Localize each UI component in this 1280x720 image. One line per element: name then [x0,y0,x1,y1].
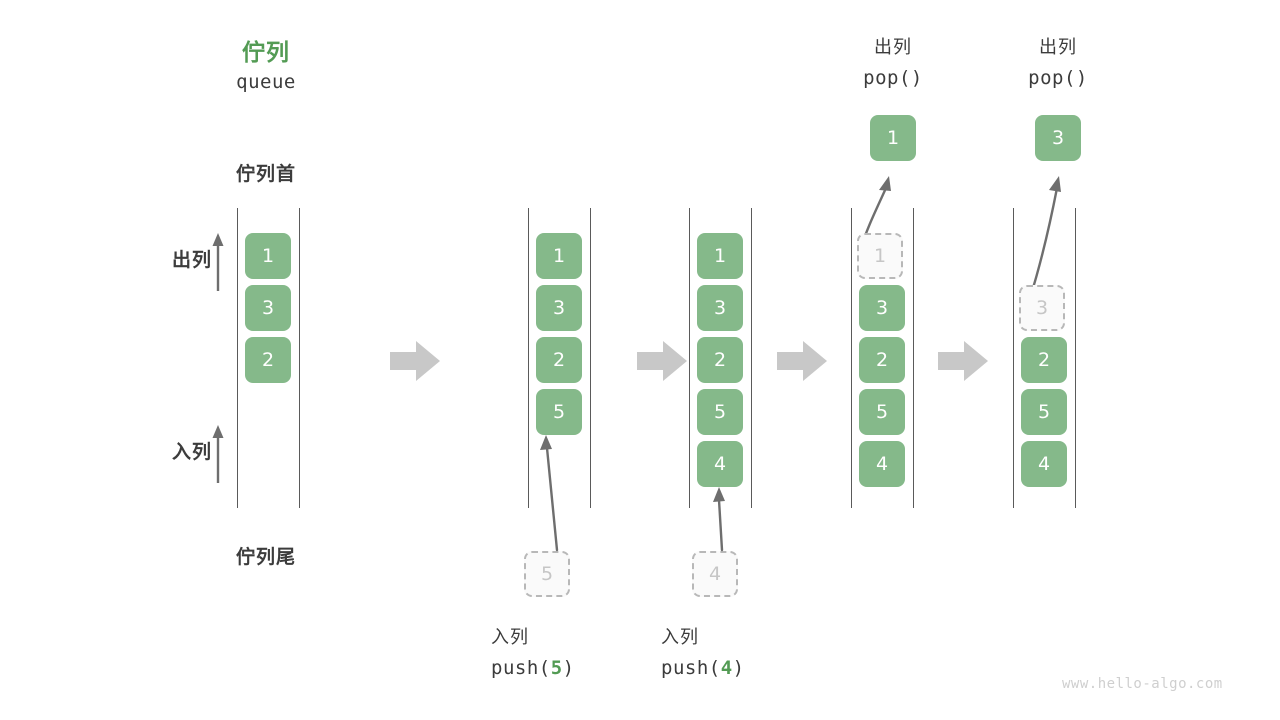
stage-initial-rail-left [237,208,238,508]
push5-caption-code: push(5) [491,657,651,679]
queue-cell-ghost: 1 [857,233,903,279]
queue-cell: 2 [697,337,743,383]
push4-code-prefix: push( [661,657,721,679]
queue-cell-ghost: 3 [1019,285,1065,331]
enqueue-motion-arrow [713,487,725,552]
queue-cell: 2 [859,337,905,383]
queue-cell: 5 [859,389,905,435]
push5-code-arg: 5 [550,657,563,679]
popped-cell: 1 [870,115,916,161]
stage-pop3-rail-left [1013,208,1014,508]
stage-push4-rail-left [689,208,690,508]
push5-code-prefix: push( [491,657,551,679]
dequeue-motion-arrow [1028,176,1061,300]
watermark: www.hello-algo.com [1062,676,1223,692]
push4-caption-cn: 入列 [661,627,699,648]
pop3-code-prefix: pop( [1028,67,1076,89]
push4-code-arg: 4 [720,657,733,679]
pop1-code-prefix: pop( [863,67,911,89]
diagram-title-cn: 佇列 [242,40,290,66]
push5-caption-cn: 入列 [491,627,529,648]
queue-head-label: 佇列首 [235,163,296,185]
dequeue-label: 出列 [171,249,212,271]
stage-transition-arrow [637,341,687,381]
popped-cell: 3 [1035,115,1081,161]
queue-cell: 1 [536,233,582,279]
incoming-ghost-cell: 5 [524,551,570,597]
queue-cell: 5 [536,389,582,435]
diagram-title-en: queue [236,71,296,93]
stage-transition-arrow [777,341,827,381]
queue-cell: 5 [697,389,743,435]
queue-cell: 5 [1021,389,1067,435]
pop3-caption-cn: 出列 [1039,37,1077,58]
queue-cell: 2 [245,337,291,383]
stage-push4-rail-right [751,208,752,508]
stage-transition-arrow [938,341,988,381]
push5-code-suffix: ) [562,657,575,679]
push4-code-suffix: ) [732,657,745,679]
queue-cell: 4 [1021,441,1067,487]
queue-cell: 1 [697,233,743,279]
stage-pop1-rail-right [913,208,914,508]
queue-cell: 1 [245,233,291,279]
stage-transition-arrow [390,341,440,381]
push4-caption-code: push(4) [661,657,821,679]
queue-cell: 2 [536,337,582,383]
pop1-caption-code: pop() [835,67,951,89]
stage-push5-rail-right [590,208,591,508]
stage-pop3-rail-right [1075,208,1076,508]
dequeue-direction-arrow [212,233,224,291]
pop3-caption-code: pop() [1000,67,1116,89]
enqueue-motion-arrow [540,435,559,552]
pop1-code-suffix: ) [910,67,923,89]
queue-cell: 4 [697,441,743,487]
enqueue-label: 入列 [171,441,212,463]
queue-cell: 2 [1021,337,1067,383]
queue-cell: 3 [859,285,905,331]
queue-cell: 3 [245,285,291,331]
pop1-caption-cn: 出列 [874,37,912,58]
queue-cell: 3 [536,285,582,331]
stage-pop1-rail-left [851,208,852,508]
pop3-code-suffix: ) [1075,67,1088,89]
queue-tail-label: 佇列尾 [235,546,296,568]
stage-push5-rail-left [528,208,529,508]
queue-cell: 4 [859,441,905,487]
incoming-ghost-cell: 4 [692,551,738,597]
enqueue-direction-arrow [212,425,224,483]
stage-initial-rail-right [299,208,300,508]
queue-cell: 3 [697,285,743,331]
